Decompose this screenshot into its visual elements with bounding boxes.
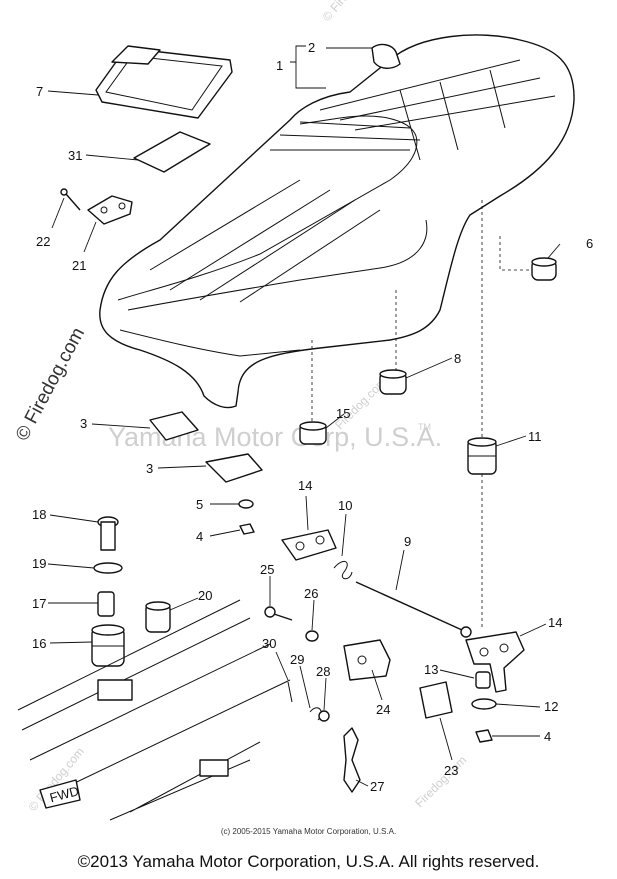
callout-14-left: 14 [298,478,312,493]
part-4-nut-right [475,729,493,743]
small-copyright: (c) 2005-2015 Yamaha Motor Corporation, … [220,827,397,836]
watermark-faint-bottom: Firedog.com [412,753,469,810]
part-3-plate-upper [149,411,199,441]
callout-13: 13 [424,662,438,677]
part-24-latch [343,639,391,681]
callout-29: 29 [290,652,304,667]
part-8-damper [379,369,407,395]
part-14-bracket-left [281,529,337,561]
watermark-corner-top-right: © Firedog.com [320,0,381,24]
callout-16: 16 [32,636,46,651]
part-3-plate-lower [205,453,263,483]
part-6-damper [531,257,557,281]
part-19-washer [93,562,123,574]
seat-assembly [99,34,575,409]
part-4-nut [239,523,255,535]
callout-4-right: 4 [544,729,551,744]
part-11-damper [467,437,497,475]
part-25-bolt [264,606,293,621]
callout-5: 5 [196,497,203,512]
frame-fwd-marker: FWD [48,783,80,805]
part-14-bracket-right [465,631,525,693]
callout-14-right: 14 [548,615,562,630]
part-21-seat-lock [87,195,133,225]
callout-1: 1 [276,58,283,73]
callout-17: 17 [32,596,46,611]
callout-leaders [47,45,561,787]
part-23-cover [419,681,453,719]
part-20-damper [145,601,171,633]
callout-12: 12 [544,699,558,714]
main-copyright: ©2013 Yamaha Motor Corporation, U.S.A. A… [77,852,540,871]
callout-3-lower: 3 [146,461,153,476]
callout-31: 31 [68,148,82,163]
callout-3-upper: 3 [80,416,87,431]
callout-9: 9 [404,534,411,549]
callout-2: 2 [308,40,315,55]
part-5-washer [238,499,254,509]
part-22-screw-head [60,188,68,196]
part-31-sheet [133,131,211,173]
part-26-collar [305,630,319,642]
callout-21: 21 [72,258,86,273]
callout-26: 26 [304,586,318,601]
part-13-collar [475,671,491,689]
part-12-washer [471,698,497,710]
callout-20: 20 [198,588,212,603]
part-30-pin [287,681,293,703]
callout-11: 11 [528,429,542,444]
part-28-washer [318,710,330,722]
callout-10: 10 [338,498,352,513]
part-17-collar [97,591,115,617]
callout-22: 22 [36,234,50,249]
watermark-side: © Firedog.com [12,324,89,444]
callout-30: 30 [262,636,276,651]
part-16-damper [91,624,125,667]
callout-24: 24 [376,702,390,717]
callout-28: 28 [316,664,330,679]
part-15-damper [299,421,327,445]
alignment-line [499,236,530,271]
part-9-rod [355,581,472,638]
part-7-storage-tray [95,45,233,119]
callout-7: 7 [36,84,43,99]
callout-19: 19 [32,556,46,571]
part-18-bolt [97,516,119,551]
frame-section [17,599,291,821]
callout-25: 25 [260,562,274,577]
callout-numbers: 1 2 7 31 22 21 6 8 15 11 3 3 5 4 18 14 1… [32,40,593,794]
watermark-tm: TM [418,422,431,432]
callout-18: 18 [32,507,46,522]
callout-4-left: 4 [196,529,203,544]
callout-6: 6 [586,236,593,251]
callout-27: 27 [370,779,384,794]
callout-8: 8 [454,351,461,366]
part-10-spring [333,560,353,580]
part-27-lever [343,727,361,793]
part-22-screw [65,193,81,211]
callout-23: 23 [444,763,458,778]
callout-15: 15 [336,406,350,421]
